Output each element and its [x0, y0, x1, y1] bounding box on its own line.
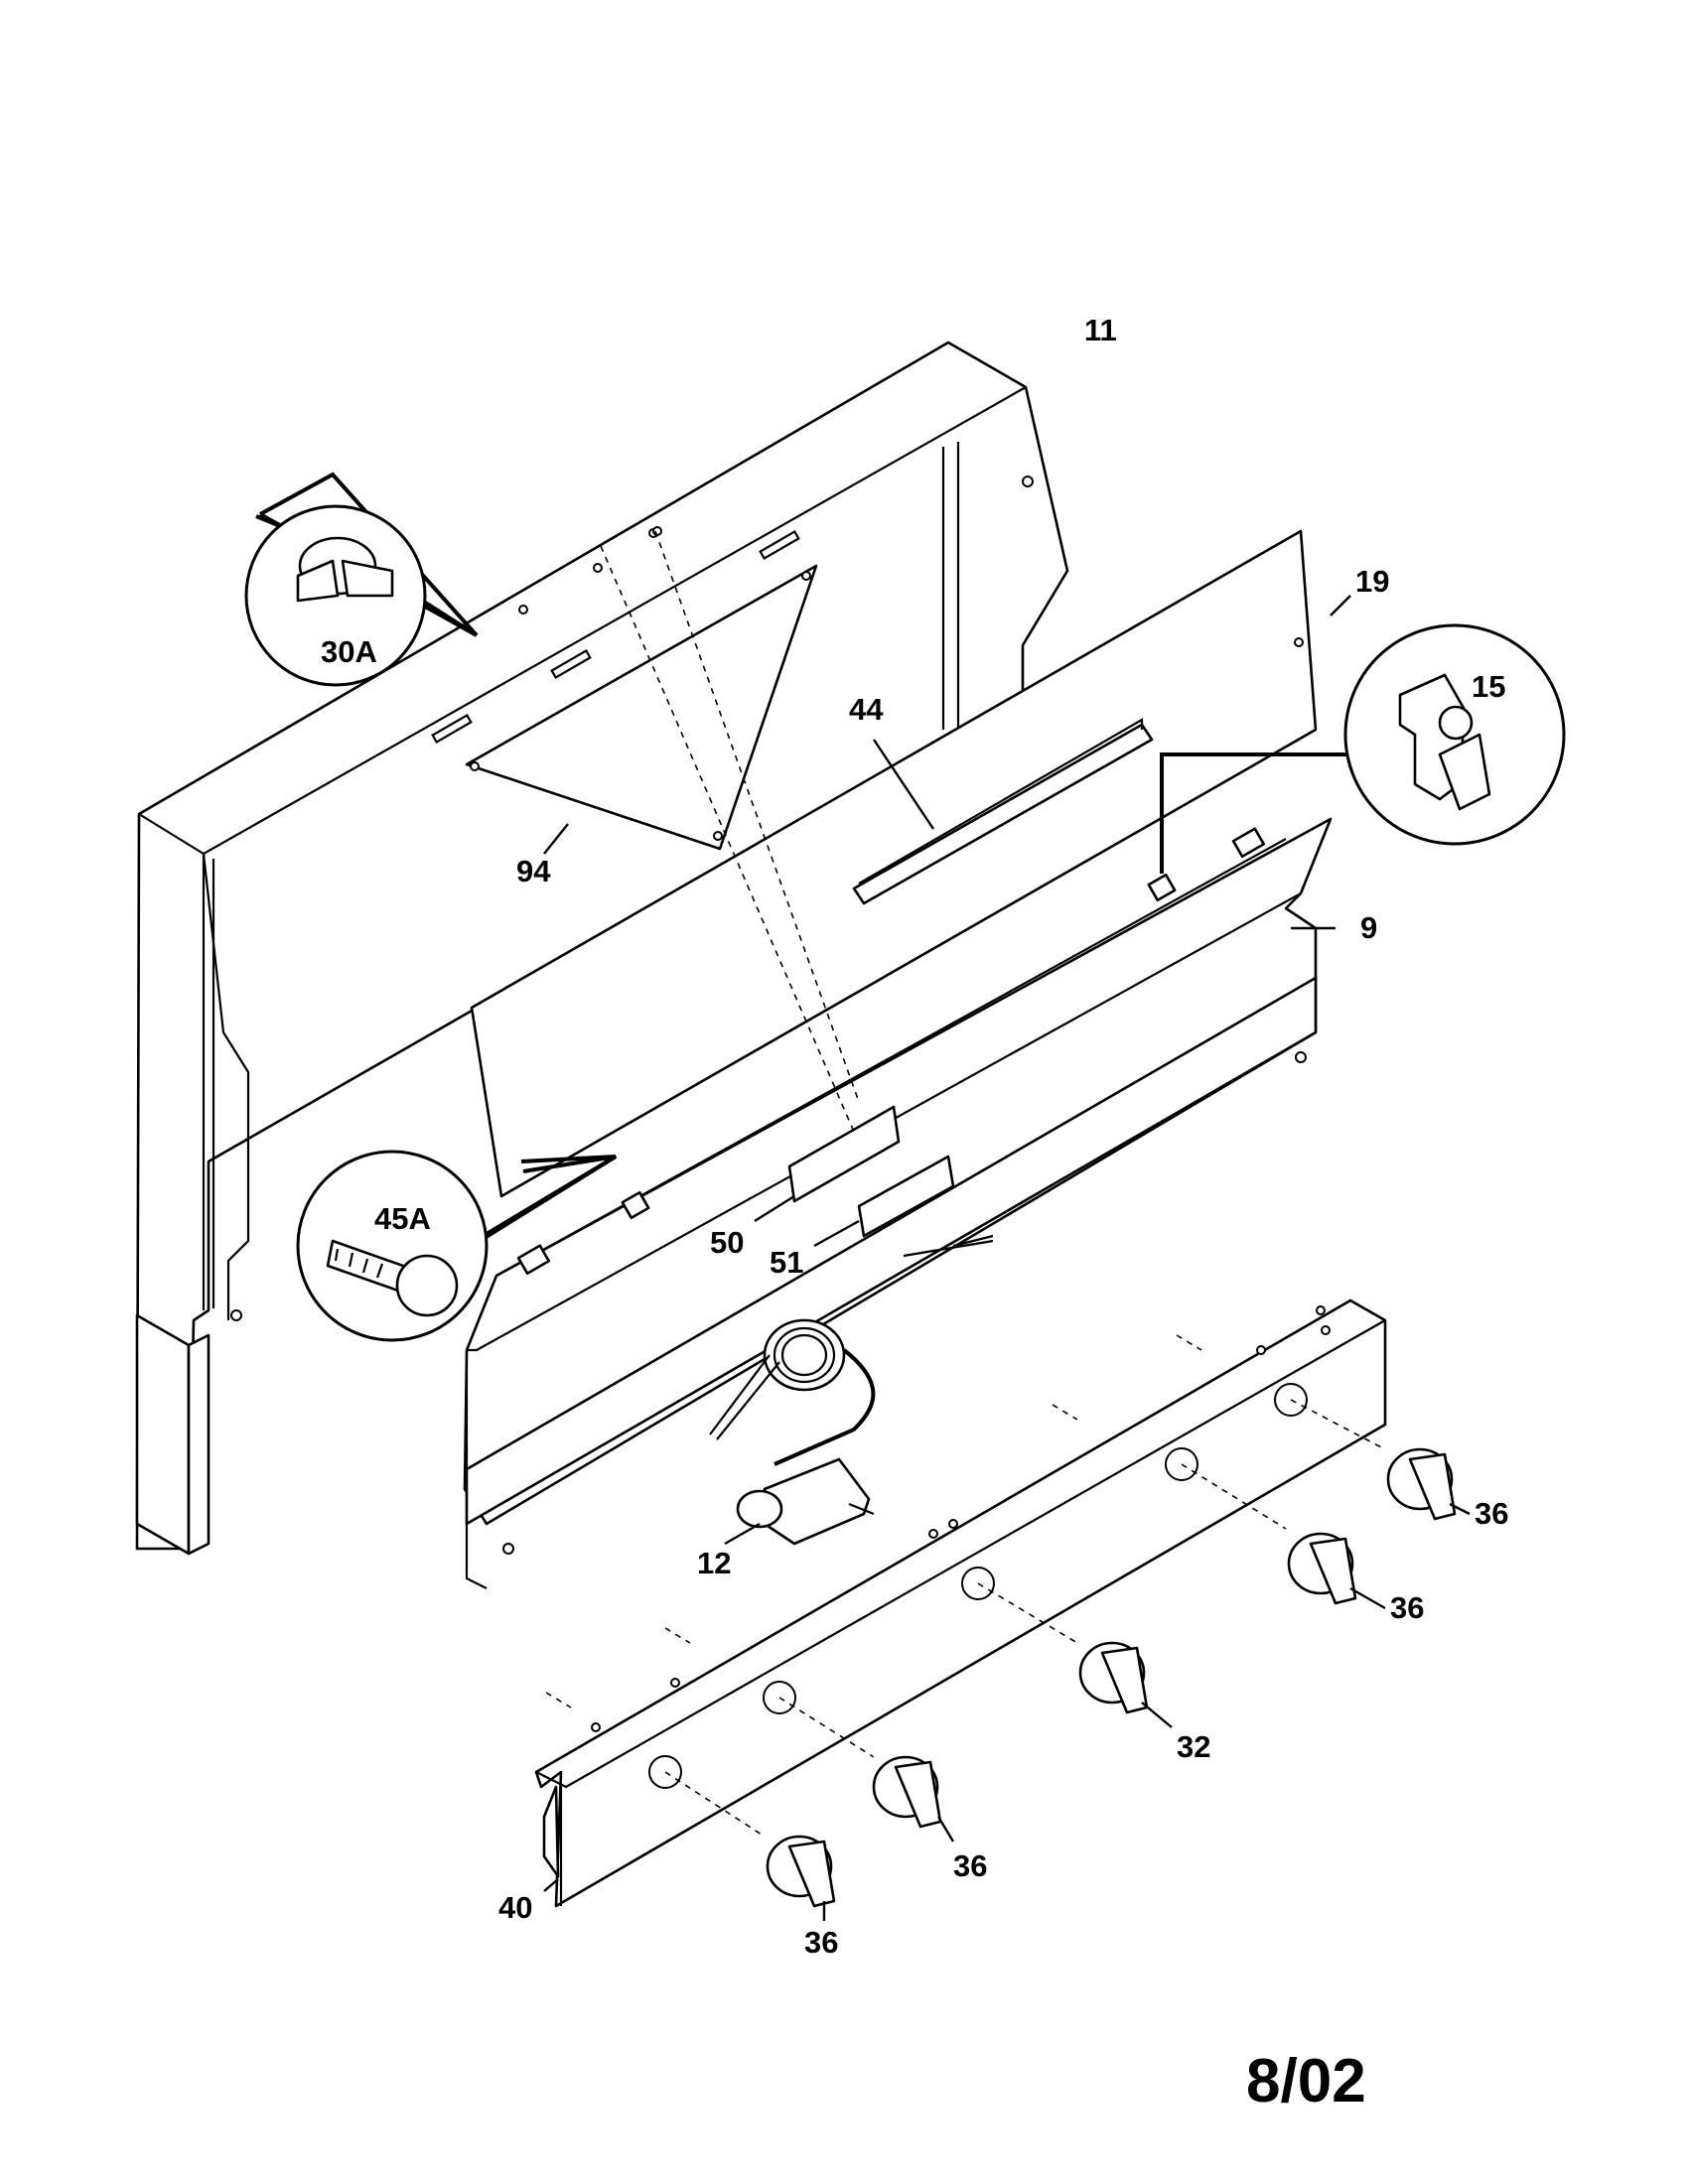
label-50: 50: [710, 1225, 744, 1260]
part-40-knob-bar: [534, 1298, 1387, 1908]
knob-36-right-upper: [1290, 1399, 1471, 1521]
knob-36-left-upper: [778, 1697, 955, 1843]
label-44: 44: [849, 692, 884, 727]
part-12-thermostat: [709, 1318, 876, 1546]
label-36-right-lower: 36: [1390, 1590, 1424, 1625]
part-50-clip: [600, 530, 901, 1223]
label-12: 12: [697, 1546, 731, 1580]
label-45A: 45A: [374, 1201, 431, 1236]
label-9: 9: [1360, 910, 1377, 945]
knob-32-center: [977, 1582, 1173, 1728]
label-36-right-upper: 36: [1475, 1496, 1508, 1531]
callout-30A: [244, 504, 427, 687]
callout-45A: [296, 1150, 489, 1342]
callout-15: [1343, 623, 1566, 846]
label-36-left-lower: 36: [804, 1925, 838, 1960]
label-30A: 30A: [321, 634, 377, 669]
part-51-label: [813, 1155, 955, 1248]
label-11: 11: [1084, 313, 1117, 347]
part-11-backguard: [135, 341, 1069, 1556]
label-15: 15: [1472, 669, 1505, 704]
label-94: 94: [516, 854, 551, 888]
label-51: 51: [770, 1245, 803, 1280]
part-44-rail: [852, 718, 1154, 905]
part-9-control-panel: [463, 817, 1336, 1589]
label-32: 32: [1177, 1729, 1210, 1764]
label-40: 40: [498, 1890, 532, 1925]
label-19: 19: [1355, 564, 1389, 599]
label-36-left-upper: 36: [953, 1848, 987, 1883]
date-code: 8/02: [1246, 2047, 1366, 2116]
knob-36-right-lower: [1181, 1463, 1386, 1610]
part-94-plate: [465, 564, 818, 855]
knob-36-left-lower: [664, 1771, 836, 1921]
